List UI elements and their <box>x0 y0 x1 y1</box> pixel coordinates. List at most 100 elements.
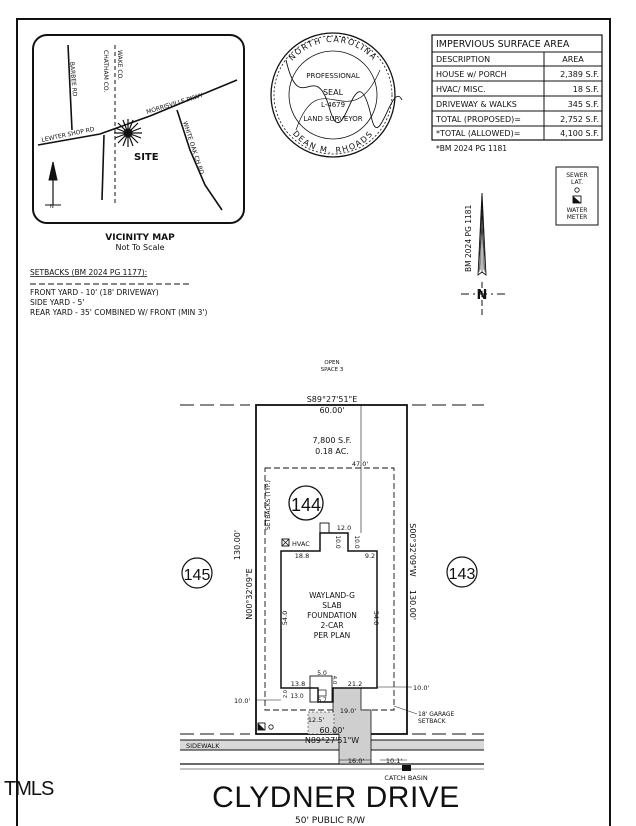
label-barbee: BARBEE RD <box>68 62 78 98</box>
surveyor-seal: NORTH CAROLINA DEAN M. RHOADS PROFESSION… <box>270 32 403 158</box>
vicinity-map-frame <box>32 34 245 224</box>
sewer-cleanout-site-icon <box>268 724 274 730</box>
legend-lat: LAT. <box>571 179 583 186</box>
right-offset: 10.0' <box>413 684 429 692</box>
setback-line <box>264 467 395 711</box>
lot-143-circle <box>446 556 478 588</box>
north-arrow-label: N <box>477 288 488 303</box>
north-arrow: BM 2024 PG 1181 N <box>461 192 507 318</box>
legend-sewer: SEWER <box>566 172 588 179</box>
label-wake: WAKE CO. <box>116 50 123 80</box>
water-meter-icon <box>572 195 582 204</box>
catch-basin-icon <box>402 765 411 771</box>
water-meter-site-icon <box>257 722 266 731</box>
setbacks-title: SETBACKS (BM 2024 PG 1177): <box>30 268 147 277</box>
lot-145-label: 145 <box>184 567 211 584</box>
dim-54-left: 54.0 <box>281 611 289 625</box>
house-garage: 2-CAR <box>320 621 343 630</box>
mini-north-label: N <box>50 204 54 210</box>
lot-acres: 0.18 AC. <box>315 447 349 456</box>
front-length: 60.00' <box>319 726 344 735</box>
table-row-house-area: 2,389 S.F. <box>560 70 599 79</box>
garage-setback-2: SETBACK <box>418 718 447 725</box>
house-foundation-2: FOUNDATION <box>307 611 357 620</box>
lot-number: 144 <box>291 495 321 515</box>
road-lewter <box>101 134 105 201</box>
seal-word-seal: SEAL <box>323 88 344 97</box>
watermark: TMLS <box>4 778 54 800</box>
catch-basin-label: CATCH BASIN <box>384 774 428 782</box>
dim-21-2: 21.2 <box>348 680 362 688</box>
right-length: 130.00' <box>408 590 417 620</box>
site-label: SITE <box>134 152 159 163</box>
setbacks-note: SETBACKS (BM 2024 PG 1177): FRONT YARD -… <box>30 268 207 317</box>
table-row-house-desc: HOUSE w/ PORCH <box>436 70 507 79</box>
hvac-icon <box>281 538 290 547</box>
porch <box>309 675 333 703</box>
north-arrow-ref: BM 2024 PG 1181 <box>464 204 473 272</box>
house-per-plan: PER PLAN <box>314 631 350 640</box>
table-row-hvac-area: 18 S.F. <box>573 85 599 94</box>
open-space-label-2: SPACE 3 <box>321 367 344 373</box>
legend-water: WATER <box>567 207 588 214</box>
seal-top-arc: NORTH CAROLINA <box>287 35 379 63</box>
road-barbee <box>67 44 73 131</box>
table-row-total-proposed-area: 2,752 S.F. <box>560 115 599 124</box>
rear-bearing: S89°27'51"E <box>307 395 358 404</box>
open-space-label-1: OPEN <box>324 360 339 366</box>
road-whiteoak <box>176 109 223 211</box>
legend-meter: METER <box>567 214 588 221</box>
seal-number: L-4679 <box>321 101 345 109</box>
dim-13-0: 13.0 <box>290 693 304 700</box>
table-row-total-allowed-desc: *TOTAL (ALLOWED)= <box>436 129 520 138</box>
dim-47: 47.0' <box>352 460 368 468</box>
table-row-hvac-desc: HVAC/ MISC. <box>436 85 486 94</box>
house-foundation-1: SLAB <box>322 601 341 610</box>
left-offset: 10.0' <box>234 697 250 705</box>
label-chatham: CHATHAM CO. <box>102 50 109 92</box>
street-name: CLYDNER DRIVE <box>212 781 460 814</box>
setbacks-side: SIDE YARD - 5' <box>30 298 84 307</box>
mini-north-arrow-icon <box>45 161 61 206</box>
signature-scribble-2 <box>295 69 381 131</box>
signature-scribble <box>285 59 403 128</box>
table-title: IMPERVIOUS SURFACE AREA <box>436 39 570 50</box>
label-whiteoak: WHITE OAK CH RD <box>181 120 205 175</box>
table-header-area: AREA <box>562 55 584 64</box>
dim-19-0: 19.0' <box>340 707 356 715</box>
vicinity-map: BARBEE RD WAKE CO. CHATHAM CO. MORRISVIL… <box>32 34 245 252</box>
sidewalk-label: SIDEWALK <box>186 742 220 750</box>
sidewalk-hatch <box>180 740 484 750</box>
house-model: WAYLAND-G <box>309 591 355 600</box>
setbacks-front: FRONT YARD - 10' (18' DRIVEWAY) <box>30 288 159 297</box>
dim-18-8: 18.8 <box>295 552 309 560</box>
hvac-label: HVAC <box>292 540 310 548</box>
porch-step <box>317 689 327 697</box>
lot-145-circle <box>181 557 213 589</box>
dim-9-2: 9.2 <box>365 552 375 560</box>
plot-plan: OPEN SPACE 3 SIDEWALK 47.0' S89°27'51"E <box>180 360 484 826</box>
lot-area: 7,800 S.F. <box>313 436 352 445</box>
sewer-cleanout-icon <box>574 187 580 193</box>
right-of-way: 50' PUBLIC R/W <box>295 816 365 826</box>
lot-number-circle <box>288 485 324 521</box>
dim-12: 12.0 <box>337 524 351 532</box>
setbacks-typ: SETBACKS (TYP.) <box>265 480 272 530</box>
table-footnote: *BM 2024 PG 1181 <box>436 144 507 153</box>
label-lewter: LEWTER SHOP RD <box>41 126 96 144</box>
seal-bottom-arc: DEAN M. RHOADS <box>291 129 375 155</box>
table-header-description: DESCRIPTION <box>436 55 490 64</box>
rear-patio <box>319 522 330 534</box>
dim-5-0: 5.0 <box>317 670 327 677</box>
dim-16-0: 16.0' <box>348 757 364 765</box>
rear-length: 60.00' <box>319 406 344 415</box>
driveway <box>332 687 372 765</box>
dim-10-1: 10.1' <box>386 757 402 765</box>
impervious-table: IMPERVIOUS SURFACE AREA DESCRIPTION AREA… <box>431 34 603 153</box>
left-bearing: N00°32'09"E <box>245 568 254 619</box>
lot-143-label: 143 <box>449 566 476 583</box>
seal-word-professional: PROFESSIONAL <box>306 72 360 80</box>
label-morrisville: MORRISVILLE PKWY <box>146 92 205 116</box>
front-bearing: N89°27'51"W <box>305 736 359 745</box>
